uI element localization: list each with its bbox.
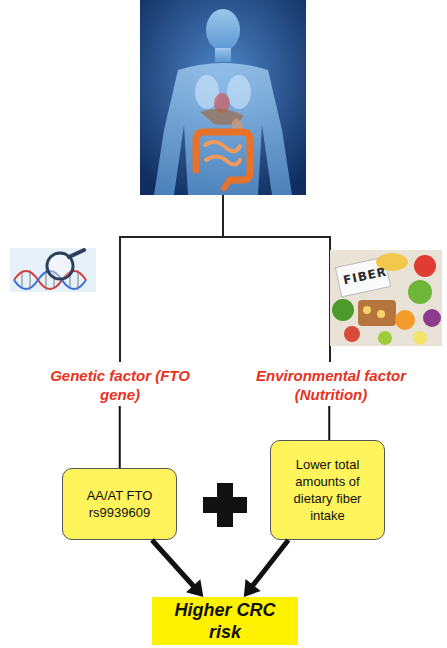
factor-heading: Environmental factor (Nutrition): [252, 364, 410, 406]
text-stack: Environmental factor (Nutrition): [252, 366, 410, 404]
factor-heading: Genetic factor (FTO gene): [50, 364, 190, 406]
arrow-head: [186, 579, 203, 597]
fiber-food-illustration: [330, 250, 442, 346]
node-text: Genetic factor (FTO gene): [50, 366, 190, 404]
body-illustration: [140, 0, 306, 195]
connector-line: [152, 540, 197, 590]
connector-line: [250, 540, 289, 589]
arrow-connector: [244, 540, 289, 597]
text-stack: Lower total amounts of dietary fiber int…: [279, 456, 376, 524]
connector-line: [119, 406, 121, 468]
line-connector: [329, 406, 330, 440]
node-text: Environmental factor (Nutrition): [252, 366, 410, 404]
text-stack: Higher CRC risk: [156, 599, 294, 643]
arrow-connector: [152, 540, 203, 597]
branch-lines: [119, 195, 331, 362]
node-text: Lower total amounts of dietary fiber int…: [279, 456, 376, 524]
arrow-head: [244, 579, 261, 597]
plus-sign: [203, 483, 247, 527]
text-stack: Genetic factor (FTO gene): [50, 366, 190, 404]
process-box: AA/AT FTO rs9939609: [62, 468, 177, 540]
connector-line: [328, 406, 330, 440]
text-stack: AA/AT FTO rs9939609: [71, 487, 168, 521]
node-text: AA/AT FTO rs9939609: [71, 487, 168, 521]
node-text: Higher CRC risk: [156, 599, 294, 643]
process-box: Lower total amounts of dietary fiber int…: [270, 440, 385, 540]
dna-illustration: [10, 248, 96, 292]
line-connector: [119, 406, 120, 468]
outcome-box: Higher CRC risk: [152, 597, 298, 645]
